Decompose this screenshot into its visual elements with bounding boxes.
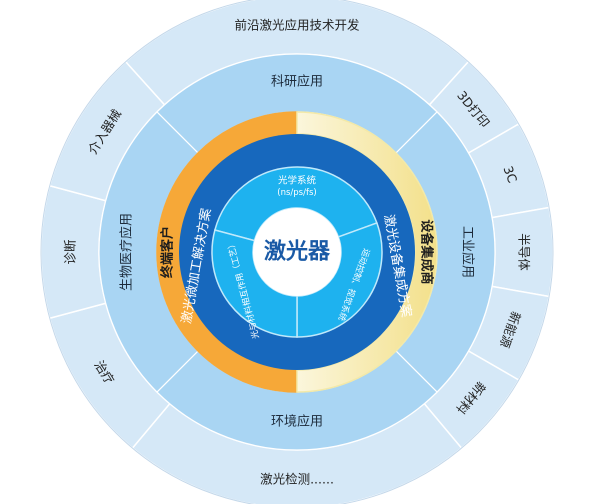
outer-label: 前沿激光应用技术开发 (234, 18, 360, 33)
center-circle (253, 208, 341, 296)
outer-border (40, 0, 554, 504)
outer-label: 3C (500, 164, 520, 185)
inner-label: 光学系统 (278, 175, 317, 187)
inner-segment (211, 229, 298, 338)
application-label: 生物医疗应用 (119, 213, 135, 291)
customer-label-right: 设备集成商 (419, 219, 435, 284)
application-label: 工业应用 (460, 226, 476, 278)
outer-label: 激光检测...... (260, 472, 334, 487)
application-label: 科研应用 (271, 74, 323, 90)
outer-label: 半导体 (517, 233, 532, 271)
customer-label-left: 终端客户 (160, 226, 176, 278)
center-label: 激光器 (264, 239, 331, 265)
outer-label: 诊断 (63, 239, 78, 264)
application-label: 环境应用 (271, 414, 323, 430)
inner-label-sub: (ns/ps/fs) (277, 188, 316, 198)
